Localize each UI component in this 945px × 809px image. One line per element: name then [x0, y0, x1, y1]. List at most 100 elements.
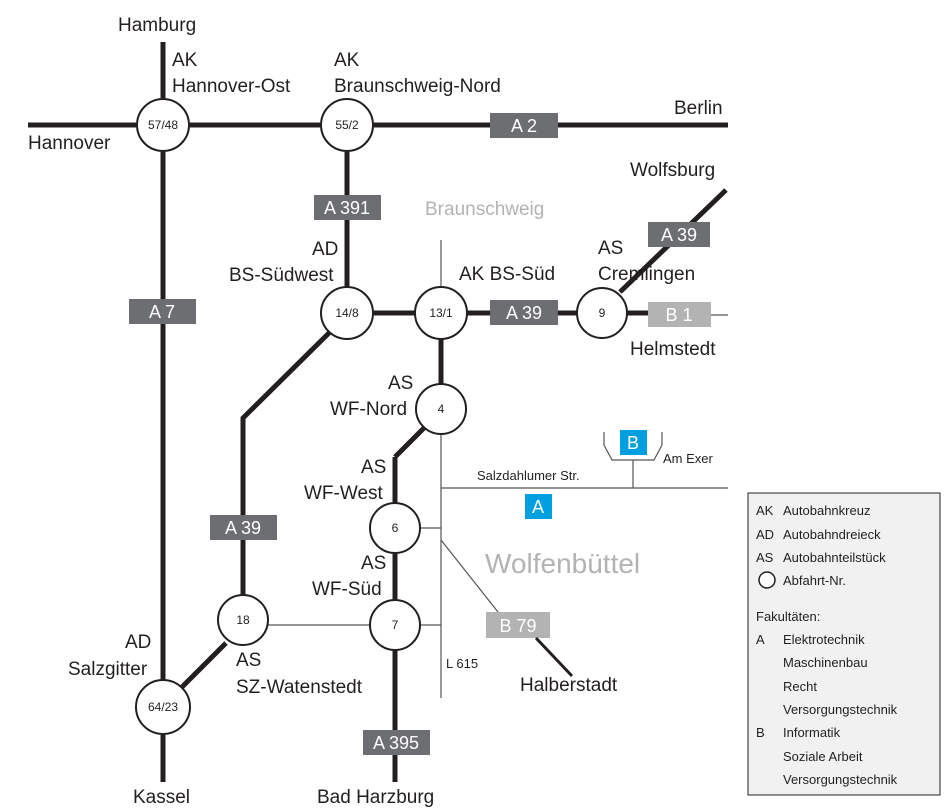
legend-faculty-a-item: Maschinenbau [783, 655, 868, 670]
road-b79-south [534, 636, 574, 678]
legend-circle-icon [758, 571, 776, 589]
node-13-1-label: 13/1 [429, 306, 453, 320]
campus-a-marker: A [525, 494, 552, 519]
shield-a39-ne: A 39 [648, 222, 710, 247]
shield-a395: A 395 [363, 730, 430, 755]
legend-faculty-b-key: B [756, 725, 765, 740]
shield-b1: B 1 [648, 302, 711, 327]
shield-b79-label: B 79 [499, 616, 536, 636]
label-hannover-ost: Hannover-Ost [172, 76, 291, 97]
node-6-label: 6 [392, 521, 399, 535]
direction-hamburg: Hamburg [118, 15, 196, 36]
shield-a7-label: A 7 [149, 302, 175, 322]
legend-faculties-title: Fakultäten: [756, 609, 820, 624]
legend-text-exit: Abfahrt-Nr. [783, 573, 846, 588]
direction-halberstadt: Halberstadt [520, 675, 618, 696]
label-sz-watenstedt: SZ-Watenstedt [236, 677, 363, 698]
node-18: 18 [217, 594, 269, 646]
shield-a39-west: A 39 [210, 515, 277, 540]
direction-berlin: Berlin [674, 98, 723, 119]
shield-a39-east-label: A 39 [506, 303, 542, 323]
legend-faculty-a-item: Elektrotechnik [783, 632, 865, 647]
node-64-23-label: 64/23 [148, 700, 178, 714]
shield-a391-label: A 391 [324, 198, 370, 218]
label-wf-sued: WF-Süd [312, 579, 382, 600]
node-18-label: 18 [236, 613, 250, 627]
node-7: 7 [369, 599, 421, 651]
campus-b-label: B [627, 433, 639, 453]
shield-a7: A 7 [129, 299, 196, 324]
campus-b-bracket [603, 432, 663, 461]
legend-key-ak: AK [756, 503, 774, 518]
shield-b1-label: B 1 [665, 305, 692, 325]
a39-18-salzgitter [180, 641, 228, 689]
direction-kassel: Kassel [133, 787, 190, 808]
shields: A 2 A 391 A 7 A 39 A 39 B 1 A 39 B 79 [129, 113, 711, 755]
node-9: 9 [576, 287, 628, 339]
label-wf-west-type: AS [361, 457, 386, 478]
street-am-exer: Am Exer [663, 451, 714, 466]
node-64-23: 64/23 [135, 679, 191, 735]
label-wf-sued-type: AS [361, 553, 386, 574]
label-bs-suedwest-type: AD [312, 239, 338, 260]
label-salzgitter: Salzgitter [68, 659, 148, 680]
campus-b-marker: B [620, 430, 647, 455]
node-57-48-label: 57/48 [148, 118, 178, 132]
label-bs-sued: AK BS-Süd [459, 264, 555, 285]
node-6: 6 [369, 502, 421, 554]
label-sz-watenstedt-type: AS [236, 650, 261, 671]
street-l615: L 615 [446, 656, 478, 671]
legend-faculty-b-item: Soziale Arbeit [783, 749, 863, 764]
legend-faculty-a-key: A [756, 632, 765, 647]
road-to-b79 [440, 539, 499, 613]
legend-text-ad: Autobahndreieck [783, 527, 881, 542]
node-14-8: 14/8 [320, 286, 374, 340]
label-bs-nord: Braunschweig-Nord [334, 76, 501, 97]
a395-4-6 [393, 426, 426, 459]
label-cremlingen: Cremlingen [598, 264, 695, 285]
city-braunschweig: Braunschweig [425, 199, 544, 220]
legend-key-as: AS [756, 550, 774, 565]
legend-faculty-b-item: Versorgungstechnik [783, 772, 898, 787]
label-wf-nord-type: AS [388, 373, 413, 394]
junction-labels: AK Hannover-Ost AK Braunschweig-Nord AD … [68, 50, 695, 698]
node-4-label: 4 [438, 402, 445, 416]
legend-key-ad: AD [756, 527, 774, 542]
legend: AK Autobahnkreuz AD Autobahndreieck AS A… [747, 492, 941, 796]
label-hannover-ost-type: AK [172, 50, 198, 71]
shield-b79: B 79 [486, 612, 550, 638]
shield-a39-ne-label: A 39 [661, 225, 697, 245]
label-bs-suedwest: BS-Südwest [229, 265, 334, 286]
node-13-1: 13/1 [414, 286, 468, 340]
shield-a391: A 391 [314, 195, 381, 220]
campus-a-label: A [532, 497, 544, 517]
label-bs-nord-type: AK [334, 50, 360, 71]
thin-roads [268, 240, 728, 698]
node-7-label: 7 [392, 618, 399, 632]
legend-text-ak: Autobahnkreuz [783, 503, 870, 518]
legend-faculty-a-item: Versorgungstechnik [783, 702, 898, 717]
direction-labels: Hamburg Hannover Berlin Wolfsburg Helmst… [28, 15, 723, 808]
label-wf-west: WF-West [304, 483, 384, 504]
city-wolfenbuettel: Wolfenbüttel [485, 548, 640, 579]
node-55-2: 55/2 [320, 98, 374, 152]
direction-wolfsburg: Wolfsburg [630, 160, 715, 181]
shield-a39-east: A 39 [490, 300, 558, 325]
street-salzdahlumer: Salzdahlumer Str. [477, 468, 580, 483]
node-4: 4 [415, 383, 467, 435]
direction-bad-harzburg: Bad Harzburg [317, 787, 434, 808]
shield-a2-label: A 2 [511, 116, 537, 136]
node-14-8-label: 14/8 [335, 306, 359, 320]
a39-west [240, 330, 332, 600]
legend-faculty-b-item: Informatik [783, 725, 841, 740]
legend-text-as: Autobahnteilstück [783, 550, 886, 565]
direction-helmstedt: Helmstedt [630, 339, 716, 360]
node-9-label: 9 [599, 306, 606, 320]
legend-faculty-a-item: Recht [783, 679, 817, 694]
node-55-2-label: 55/2 [335, 118, 359, 132]
shield-a395-label: A 395 [373, 733, 419, 753]
shield-a39-west-label: A 39 [225, 518, 261, 538]
direction-hannover: Hannover [28, 133, 111, 154]
